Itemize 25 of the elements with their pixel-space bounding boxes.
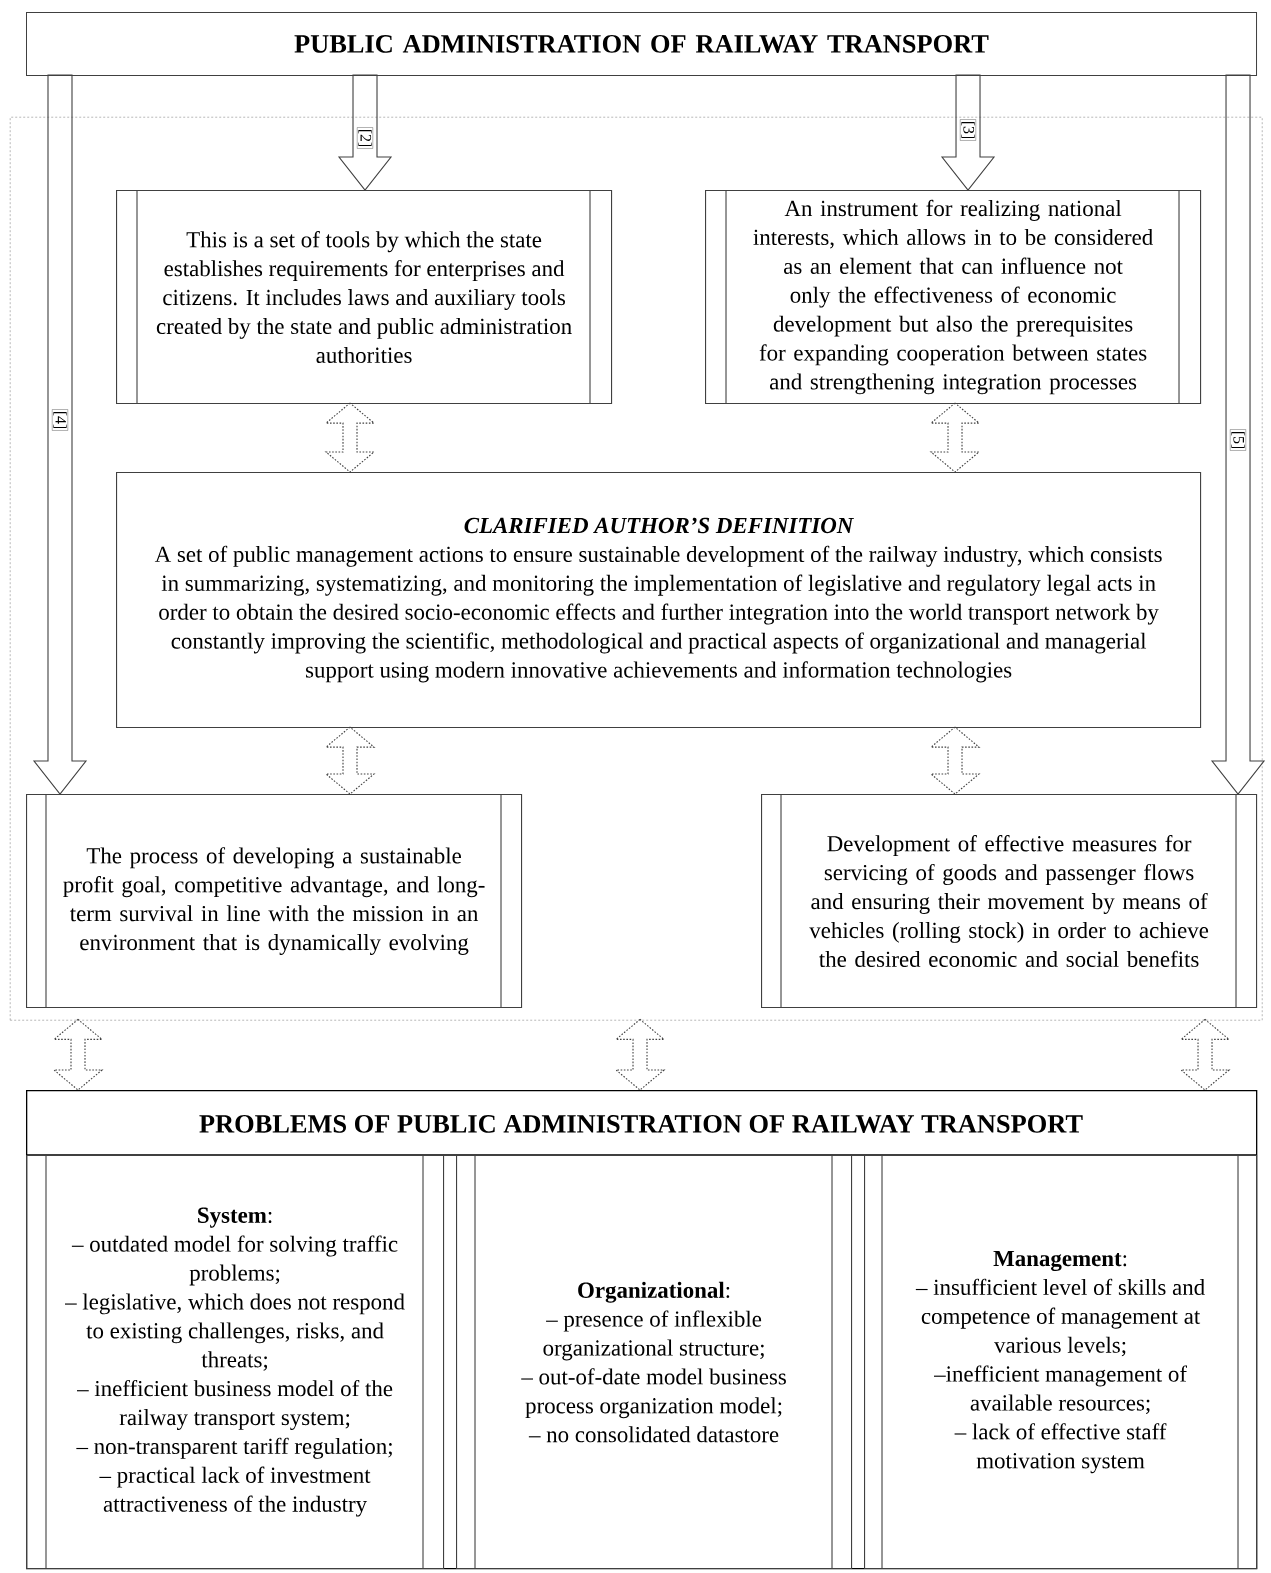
header-box: PUBLIC ADMINISTRATION OF RAILWAY TRANSPORT	[26, 12, 1258, 76]
text-box: This is a set of tools by which the state establishes requirements for enterprises and citizens. It includes laws and auxiliary tools created by the state and public administration authorities	[116, 189, 613, 405]
column-box: Management: – insufficient level of skills and competence of management at various levels; –inefficient management of available resources; – lack of effective staff motivation system	[864, 1154, 1258, 1570]
double-arrow	[324, 402, 376, 473]
double-arrow	[614, 1018, 666, 1091]
edge-label: [5]	[1230, 429, 1246, 451]
text-box: The process of developing a sustainable profit goal, competitive advantage, and long-term survival in line with the mission in an environment that is dynamically evolving	[26, 793, 523, 1009]
double-arrow	[929, 726, 981, 795]
double-arrow	[52, 1018, 104, 1091]
edge-label: [3]	[960, 119, 976, 141]
block-arrow	[940, 74, 996, 191]
edge-label: [4]	[52, 409, 68, 431]
block-arrow	[32, 74, 88, 795]
block-arrow	[1210, 74, 1266, 795]
dotted-frame	[10, 117, 1263, 1021]
column-box: System: – outdated model for solving traffic problems; – legislative, which does not respond to existing challenges, risks, and threats; – inefficient business model of the railway transport system; – non-transparent tariff regulation; – practical lack of investment attractiveness of the industry	[26, 1154, 445, 1570]
double-arrow	[929, 402, 981, 473]
block-arrow	[337, 74, 393, 191]
text-box: An instrument for realizing national interests, which allows in to be considered as an element that can influence not only the effectiveness of economic development but also the prerequisites for expanding cooperation between states and strengthening integration processes	[705, 189, 1202, 405]
double-arrow	[1179, 1018, 1231, 1091]
definition-box: CLARIFIED AUTHOR’S DEFINITION A set of public management actions to ensure sustainable development of the railway industry, which consists in summarizing, systematizing, and monitoring the implementation of legislative and regulatory legal acts in order to obtain the desired socio-economic effects and further integration into the world transport network by constantly improving the scientific, methodological and practical aspects of organizational and managerial support using modern innovative achievements and information technologies	[116, 472, 1202, 729]
double-arrow	[324, 726, 376, 795]
text-box: Development of effective measures for servicing of goods and passenger flows and ensuring their movement by means of vehicles (rolling stock) in order to achieve the desired economic and social benefits	[761, 793, 1258, 1009]
column-box: Organizational: – presence of inflexible organizational structure; – out-of-date model business process organization model; – no consolidated datastore	[456, 1154, 853, 1570]
edge-label: [2]	[357, 127, 373, 149]
